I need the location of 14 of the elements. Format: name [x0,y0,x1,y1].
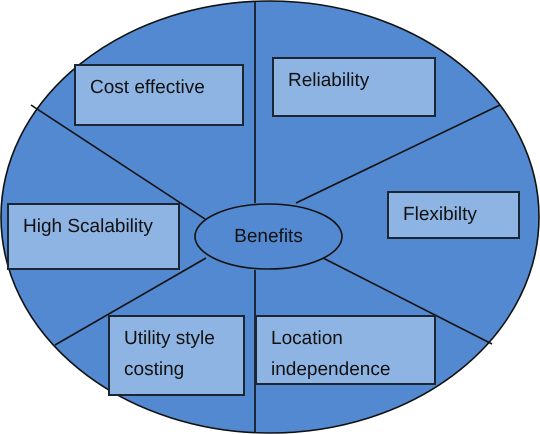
benefit-box [255,315,436,385]
benefit-label: Flexibilty [403,203,477,227]
benefit-label: Location independence [271,327,392,382]
benefit-label: Cost effective [90,76,205,100]
benefit-label: Utility style costing [124,327,216,382]
benefit-label: Reliability [288,69,370,93]
benefit-label: High Scalability [23,215,153,239]
benefit-box [74,64,244,126]
center-label: Benefits [234,225,303,249]
benefit-box [108,315,245,396]
center-ellipse [194,203,343,270]
benefit-box [272,57,436,117]
benefit-box [7,203,180,270]
benefit-box [387,191,520,239]
